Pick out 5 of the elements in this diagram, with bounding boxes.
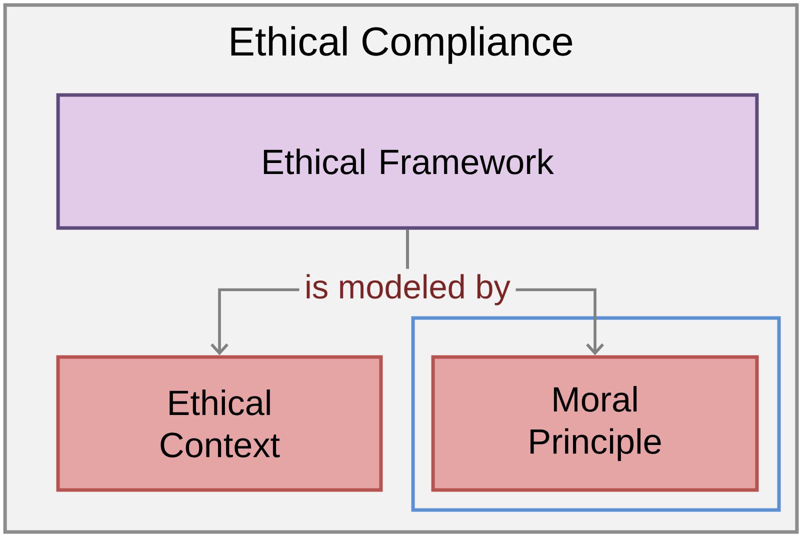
process-box: Ethical Framework (56, 93, 759, 230)
edge-label: is modeled by (306, 274, 510, 306)
group-box (411, 316, 781, 512)
process-box: Ethical Context (56, 355, 383, 492)
process-box: Moral Principle (431, 355, 759, 492)
